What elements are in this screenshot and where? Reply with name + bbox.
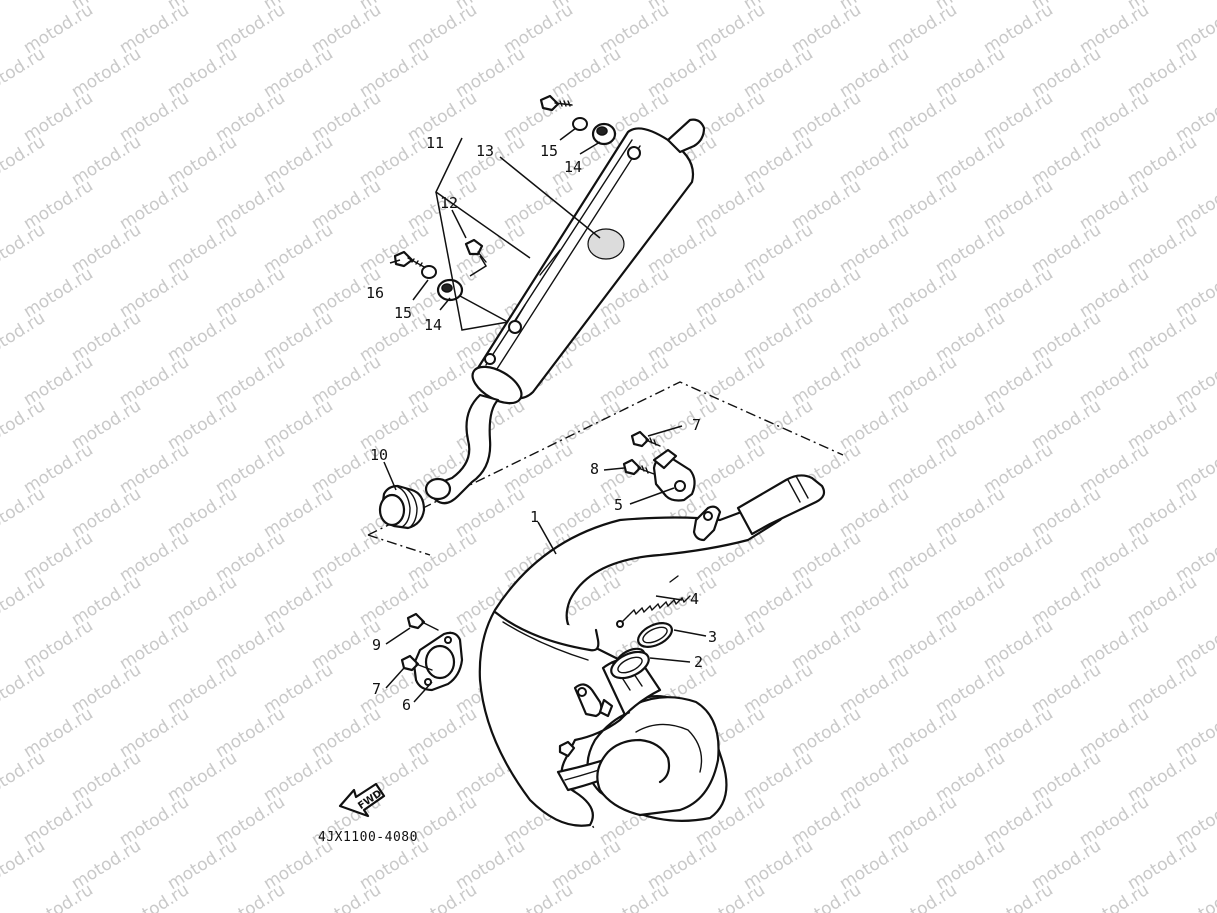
watermark-text: motod.ru	[212, 880, 289, 913]
watermark-text: motod.ru	[1172, 528, 1217, 586]
watermark-text: motod.ru	[0, 132, 49, 190]
watermark-text: motod.ru	[692, 880, 769, 913]
bolt-7-upper	[630, 430, 661, 448]
diagram-part-code: 4JX1100-4080	[318, 830, 418, 845]
damper-14-lower	[436, 278, 464, 302]
watermark-text: motod.ru	[0, 176, 1, 234]
nut-small	[558, 740, 576, 758]
watermark-text: motod.ru	[0, 308, 49, 366]
callout-14-upper: 14	[564, 158, 582, 176]
leader-lines	[383, 127, 707, 703]
watermark-text: motod.ru	[1172, 880, 1217, 913]
watermark-text: motod.ru	[1172, 792, 1217, 850]
bolt-8	[622, 458, 655, 476]
watermark-text: motod.ru	[1172, 352, 1217, 410]
watermark-text: motod.ru	[0, 220, 49, 278]
silencer-joint-pipe	[430, 393, 500, 505]
callout-4: 4	[690, 590, 699, 608]
watermark-text: motod.ru	[0, 484, 49, 542]
callout-8: 8	[590, 460, 599, 478]
watermark-text: motod.ru	[1172, 616, 1217, 674]
silencer	[471, 118, 706, 405]
callout-numbers: 11 13 12 16 15 14 15 14 10 1 7 8 5 4 3 2…	[366, 134, 717, 714]
callout-12: 12	[440, 194, 458, 212]
callout-1: 1	[530, 508, 539, 526]
watermark-text: motod.ru	[0, 396, 49, 454]
watermark-text: motod.ru	[1172, 0, 1217, 58]
callout-10: 10	[370, 446, 388, 464]
watermark-text: motod.ru	[1172, 88, 1217, 146]
watermark-text: motod.ru	[0, 264, 1, 322]
callout-6: 6	[402, 696, 411, 714]
joint-pipe-end	[424, 477, 452, 501]
callout-7-lower: 7	[372, 680, 381, 698]
callout-14-lower: 14	[424, 316, 442, 334]
watermark-text: motod.ru	[0, 44, 49, 102]
callout-13: 13	[476, 142, 494, 160]
bolt-16	[393, 250, 427, 269]
watermark-text: motod.ru	[1172, 264, 1217, 322]
watermark-text: motod.ru	[0, 836, 49, 894]
watermark-text: motod.ru	[0, 0, 49, 14]
watermark-text: motod.ru	[0, 792, 1, 850]
callout-11: 11	[426, 134, 444, 152]
watermark-text: motod.ru	[1172, 704, 1217, 762]
watermark-text: motod.ru	[0, 616, 1, 674]
bolt-9	[406, 612, 439, 631]
damper-14-upper	[591, 122, 617, 146]
watermark-text: motod.ru	[980, 880, 1057, 913]
watermark-text: motod.ru	[20, 880, 97, 913]
watermark-text: motod.ru	[0, 352, 1, 410]
assembly-boundary-line	[367, 381, 844, 536]
watermark-text: motod.ru	[0, 880, 1, 913]
tension-spring	[616, 575, 691, 628]
callout-15-upper: 15	[540, 142, 558, 160]
callout-5: 5	[614, 496, 623, 514]
exhaust-stay-bracket	[652, 448, 696, 502]
callout-16: 16	[366, 284, 384, 302]
callout-9: 9	[372, 636, 381, 654]
gasket-ring	[637, 622, 673, 648]
callout-15-lower: 15	[394, 304, 412, 322]
bolt-top	[539, 94, 573, 112]
watermark-text: motod.ru	[0, 660, 49, 718]
watermark-text: motod.ru	[0, 440, 1, 498]
watermark-text: motod.ru	[500, 880, 577, 913]
silencer-joint-clamp	[378, 484, 426, 530]
watermark-text: motod.ru	[1076, 880, 1153, 913]
washer-15-upper	[572, 117, 588, 131]
exhaust-gasket	[610, 650, 650, 680]
callout-2: 2	[694, 653, 703, 671]
bolt-12	[464, 238, 487, 263]
manifold-flange	[412, 631, 464, 692]
watermark-text: motod.ru	[116, 880, 193, 913]
watermark-text: motod.ru	[0, 572, 49, 630]
exhaust-pipe	[478, 474, 826, 827]
watermark-text: motod.ru	[0, 528, 1, 586]
bolt-7-lower	[400, 654, 433, 672]
watermark-text: motod.ru	[884, 880, 961, 913]
watermark-text: motod.ru	[308, 880, 385, 913]
assembly-boundary-line	[367, 534, 431, 556]
watermark-text: motod.ru	[0, 88, 1, 146]
watermark-text: motod.ru	[0, 0, 1, 58]
callout-7-upper: 7	[692, 416, 701, 434]
watermark-text: motod.ru	[404, 880, 481, 913]
watermark-text: motod.ru	[0, 704, 1, 762]
callout-3: 3	[708, 628, 717, 646]
watermark-text: motod.ru	[1172, 176, 1217, 234]
watermark-text: motod.ru	[0, 748, 49, 806]
watermark-text: motod.ru	[596, 880, 673, 913]
washer-15-lower	[421, 265, 437, 279]
watermark-text: motod.ru	[788, 880, 865, 913]
watermark-text: motod.ru	[1172, 440, 1217, 498]
